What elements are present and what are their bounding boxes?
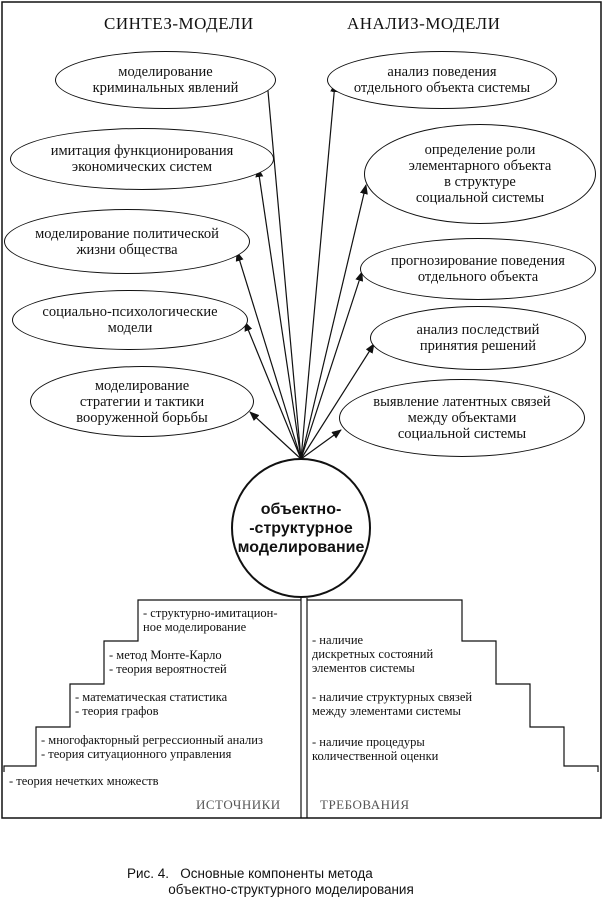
analysis-oval-1: анализ поведения отдельного объекта сист… xyxy=(327,51,557,109)
synthesis-oval-2: имитация функционирования экономических … xyxy=(10,128,274,190)
core-circle: объектно- -структурное моделирование xyxy=(231,458,371,598)
arrow-to-analysis-4 xyxy=(300,343,375,460)
analysis-oval-2: определение роли элементарного объекта в… xyxy=(364,124,596,224)
arrow-to-synthesis-3 xyxy=(235,251,302,460)
requirement-3: - наличие процедуры количественной оценк… xyxy=(312,735,439,763)
arrow-to-synthesis-1 xyxy=(263,79,302,460)
sources-label: ИСТОЧНИКИ xyxy=(196,797,281,812)
requirement-2: - наличие структурных связей между элеме… xyxy=(312,690,473,718)
arrow-to-analysis-5 xyxy=(300,429,342,460)
synthesis-heading: СИНТЕЗ-МОДЕЛИ xyxy=(104,14,254,33)
synthesis-oval-4: социально-психологические модели xyxy=(12,290,248,350)
source-step-3: - математическая статистика - теория гра… xyxy=(75,690,228,718)
arrow-to-synthesis-2 xyxy=(255,167,302,460)
synthesis-oval-1: моделирование криминальных явлений xyxy=(55,51,276,109)
analysis-oval-4: анализ последствий принятия решений xyxy=(370,306,586,370)
arrow-to-synthesis-4 xyxy=(244,321,302,460)
arrow-to-analysis-3 xyxy=(300,271,364,460)
arrow-to-analysis-2 xyxy=(300,184,368,460)
arrow-to-synthesis-5 xyxy=(249,411,302,460)
analysis-oval-3: прогнозирование поведения отдельного объ… xyxy=(360,238,596,300)
figure-caption: Рис. 4. Основные компоненты метода объек… xyxy=(127,866,414,897)
arrows xyxy=(235,79,375,460)
requirements-stairs xyxy=(307,599,599,772)
analysis-oval-5: выявление латентных связей между объекта… xyxy=(339,379,585,457)
analysis-heading: АНАЛИЗ-МОДЕЛИ xyxy=(347,14,501,33)
requirements-label: ТРЕБОВАНИЯ xyxy=(320,797,410,812)
synthesis-oval-3: моделирование политической жизни обществ… xyxy=(4,209,250,274)
source-step-2: - метод Монте-Карло - теория вероятносте… xyxy=(109,648,227,676)
source-step-5: - теория нечетких множеств xyxy=(9,774,159,788)
source-step-4: - многофакторный регрессионный анализ - … xyxy=(41,733,263,761)
synthesis-oval-5: моделирование стратегии и тактики вооруж… xyxy=(30,366,254,437)
requirement-1: - наличие дискретных состояний элементов… xyxy=(312,633,434,675)
source-step-1: - структурно-имитацион- ное моделировани… xyxy=(143,606,278,634)
sources-stairs xyxy=(3,599,301,772)
arrow-to-analysis-1 xyxy=(300,82,339,460)
